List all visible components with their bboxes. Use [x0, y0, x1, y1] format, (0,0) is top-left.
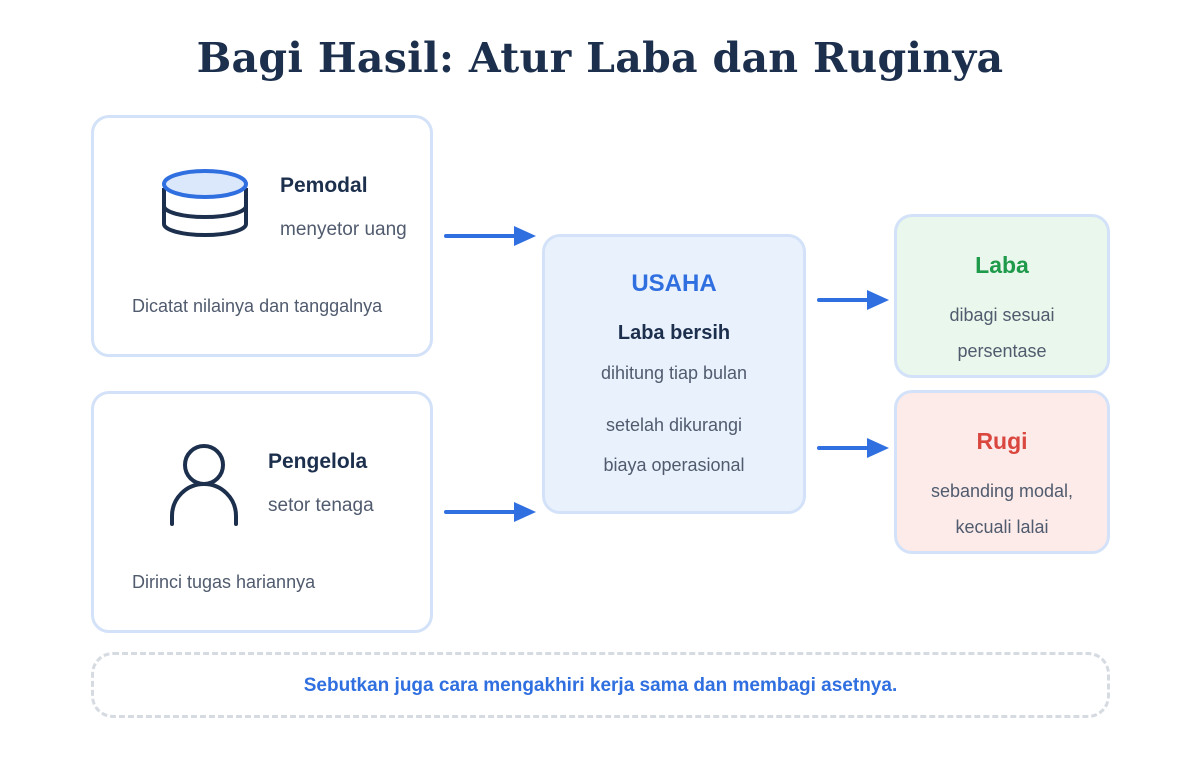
laba-line: dibagi sesuai: [949, 305, 1055, 325]
footer-note-box: Sebutkan juga cara mengakhiri kerja sama…: [91, 652, 1110, 718]
usaha-line: setelah dikurangi: [605, 415, 743, 435]
rugi-line: kecuali lalai: [955, 517, 1049, 537]
arrow-usaha-to-laba: [817, 290, 889, 310]
pemodal-action: menyetor uang: [280, 219, 407, 240]
pemodal-card: Pemodal menyetor uang Dicatat nilainya d…: [91, 115, 433, 357]
arrow-pengelola-to-usaha: [444, 502, 536, 522]
footer-note: Sebutkan juga cara mengakhiri kerja sama…: [303, 675, 898, 696]
pengelola-note: Dirinci tugas hariannya: [132, 572, 316, 592]
usaha-line: biaya operasional: [603, 455, 745, 475]
pemodal-name: Pemodal: [280, 174, 368, 197]
arrow-usaha-to-rugi: [817, 438, 889, 458]
pengelola-name: Pengelola: [268, 450, 368, 473]
rugi-card: Rugi sebanding modal, kecuali lalai: [894, 390, 1110, 554]
usaha-title: USAHA: [631, 270, 717, 297]
coin-stack-icon: [162, 169, 248, 237]
usaha-line: dihitung tiap bulan: [600, 363, 748, 383]
usaha-card: USAHA Laba bersih dihitung tiap bulan se…: [542, 234, 806, 514]
pengelola-card: Pengelola setor tenaga Dirinci tugas har…: [91, 391, 433, 633]
rugi-line: sebanding modal,: [930, 481, 1074, 501]
laba-card: Laba dibagi sesuai persentase: [894, 214, 1110, 378]
laba-title: Laba: [975, 252, 1029, 278]
pengelola-action: setor tenaga: [268, 495, 374, 516]
arrow-pemodal-to-usaha: [444, 226, 536, 246]
rugi-title: Rugi: [976, 428, 1028, 454]
laba-line: persentase: [957, 341, 1047, 361]
pemodal-note: Dicatat nilainya dan tanggalnya: [132, 296, 383, 316]
person-icon: [170, 444, 238, 526]
diagram-title: Bagi Hasil: Atur Laba dan Ruginya: [196, 34, 1004, 82]
usaha-subtitle: Laba bersih: [617, 322, 731, 344]
